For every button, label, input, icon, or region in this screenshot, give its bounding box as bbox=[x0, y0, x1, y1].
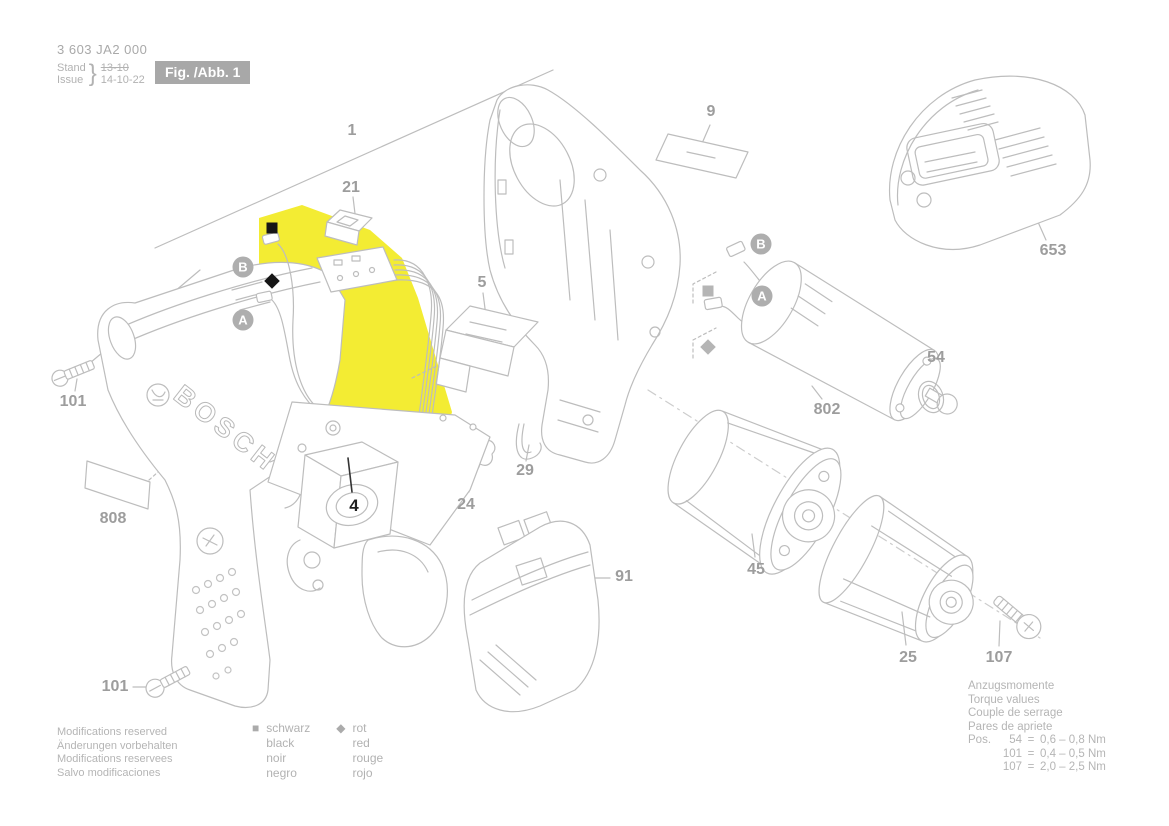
callout-29: 29 bbox=[516, 462, 534, 479]
callout-5: 5 bbox=[477, 274, 487, 291]
callout-9: 9 bbox=[706, 103, 716, 120]
type-number: 3 603 JA2 000 bbox=[57, 42, 148, 57]
torque-value: 0,6 – 0,8 Nm bbox=[1040, 734, 1106, 746]
screw-107-drawing bbox=[993, 595, 1042, 640]
modifications-line: Modifications reservees bbox=[57, 753, 173, 765]
equals-sign: = bbox=[1027, 761, 1035, 773]
torque-title: Couple de serrage bbox=[968, 707, 1063, 719]
callout-1: 1 bbox=[347, 122, 357, 139]
torque-title: Torque values bbox=[968, 693, 1040, 706]
torque-pos-label: Pos. bbox=[968, 734, 992, 746]
legend-label: rouge bbox=[352, 751, 384, 765]
torque-title: Anzugsmomente bbox=[968, 680, 1055, 692]
badge-A-left: A bbox=[232, 309, 254, 331]
drawing-header: 3 603 JA2 000 Stand Issue } 13-10 14-10-… bbox=[57, 42, 147, 88]
battery-91-drawing bbox=[463, 511, 600, 713]
torque-value: 2,0 – 2,5 Nm bbox=[1040, 761, 1106, 773]
callout-54: 54 bbox=[927, 349, 945, 366]
switch-assembly-4-drawing bbox=[255, 209, 491, 648]
torque-row: 107 = 2,0 – 2,5 Nm bbox=[968, 761, 1106, 775]
callout-25: 25 bbox=[899, 649, 917, 666]
torque-pos: 54 bbox=[1009, 734, 1022, 746]
torque-pos: 107 bbox=[1002, 761, 1022, 773]
figure-label: Fig. /Abb. 1 bbox=[155, 61, 251, 84]
oring-54-drawing bbox=[917, 380, 945, 414]
superseded-date: 13-10 bbox=[100, 62, 129, 74]
modifications-note: Modifications reserved Änderungen vorbeh… bbox=[57, 726, 177, 780]
callout-653: 653 bbox=[1039, 242, 1067, 259]
marker-black-wire-right bbox=[702, 285, 714, 297]
legend-label: black bbox=[266, 736, 295, 750]
torque-row: 101 = 0,4 – 0,5 Nm bbox=[968, 748, 1106, 762]
diamond-marker-icon: ◆ bbox=[336, 721, 346, 735]
button-21-drawing bbox=[324, 209, 373, 246]
torque-value: 0,4 – 0,5 Nm bbox=[1040, 747, 1106, 760]
legend-label: rojo bbox=[352, 766, 373, 780]
legend-red-wire: ◆ rot red rouge rojo bbox=[336, 721, 383, 781]
legend-label: negro bbox=[266, 766, 297, 780]
pcb-drawing bbox=[316, 246, 398, 293]
issue-date: 14-10-22 bbox=[100, 74, 145, 86]
right-housing-drawing bbox=[483, 84, 681, 464]
torque-title: Pares de apriete bbox=[968, 720, 1053, 733]
equals-sign: = bbox=[1027, 734, 1035, 746]
callout-21: 21 bbox=[342, 179, 360, 196]
chuck-25-drawing bbox=[818, 494, 974, 643]
badge-B-right: B bbox=[750, 233, 772, 255]
modifications-line: Modifications reserved bbox=[57, 726, 168, 738]
callout-802: 802 bbox=[813, 401, 841, 418]
callout-91: 91 bbox=[615, 568, 633, 585]
wire-color-legend: ■ schwarz black noir negro ◆ rot red rou… bbox=[252, 721, 409, 781]
legend-label: noir bbox=[266, 751, 287, 765]
legend-label: red bbox=[352, 736, 370, 750]
square-marker-icon: ■ bbox=[252, 721, 260, 735]
callout-101-top: 101 bbox=[59, 393, 87, 410]
callout-808: 808 bbox=[99, 510, 127, 527]
charger-653-drawing bbox=[888, 75, 1091, 250]
issue-label: Issue bbox=[57, 74, 84, 86]
motor-802-drawing bbox=[703, 240, 958, 422]
slider-5-drawing bbox=[435, 305, 539, 393]
torque-pos-label bbox=[968, 748, 998, 762]
torque-pos: 101 bbox=[1002, 747, 1022, 760]
badge-A-right: A bbox=[751, 285, 773, 307]
label-sticker-9-drawing bbox=[655, 133, 749, 179]
torque-pos-label bbox=[968, 761, 998, 775]
left-housing-drawing: BOSCH bbox=[97, 261, 346, 709]
gearbox-45-drawing bbox=[667, 409, 842, 575]
callout-101-bottom: 101 bbox=[101, 678, 129, 695]
badge-B-left: B bbox=[232, 256, 254, 278]
modifications-line: Änderungen vorbehalten bbox=[57, 739, 178, 752]
callout-107: 107 bbox=[985, 649, 1013, 666]
grip-texture bbox=[191, 567, 246, 680]
torque-row: Pos. 54 = 0,6 – 0,8 Nm bbox=[968, 734, 1106, 748]
callout-45: 45 bbox=[747, 561, 765, 578]
screw-101-bottom-drawing bbox=[145, 666, 191, 698]
equals-sign: = bbox=[1027, 747, 1035, 760]
legend-label: rot bbox=[352, 721, 367, 735]
screw-101-top-drawing bbox=[51, 360, 95, 387]
callout-4: 4 bbox=[349, 496, 359, 515]
stand-label: Stand bbox=[57, 62, 86, 74]
legend-black-wire: ■ schwarz black noir negro bbox=[252, 721, 310, 781]
clip-29-drawing bbox=[515, 423, 542, 460]
brace-glyph: } bbox=[88, 60, 97, 87]
legend-label: schwarz bbox=[266, 721, 311, 735]
callout-24: 24 bbox=[457, 496, 475, 513]
label-sticker-808-drawing bbox=[84, 460, 151, 510]
torque-values-table: Anzugsmomente Torque values Couple de se… bbox=[968, 680, 1106, 775]
marker-black-wire-left bbox=[266, 222, 278, 234]
modifications-line: Salvo modificaciones bbox=[57, 766, 161, 779]
